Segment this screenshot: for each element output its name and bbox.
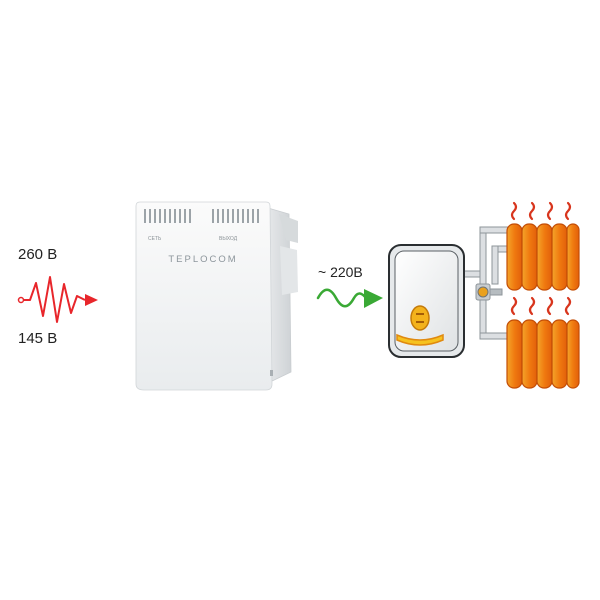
stabilizer-right-caption: ВЫХОД xyxy=(219,236,238,242)
input-voltage-min-label: 145 В xyxy=(18,330,58,347)
radiator-icon xyxy=(506,201,580,291)
unstable-voltage-icon xyxy=(17,276,98,323)
stable-voltage-icon xyxy=(316,288,383,308)
stabilizer-left-caption: СЕТЬ xyxy=(148,236,162,242)
heating-pipes xyxy=(457,226,509,340)
stabilizer-device: СЕТЬ ВЫХОД TEPLOCOM xyxy=(135,201,298,391)
output-voltage-label: ~ 220В xyxy=(318,264,363,280)
boiler-icon xyxy=(388,244,465,358)
input-voltage-max-label: 260 В xyxy=(18,246,58,263)
stabilizer-brand: TEPLOCOM xyxy=(168,254,237,265)
radiator-icon xyxy=(506,296,580,389)
